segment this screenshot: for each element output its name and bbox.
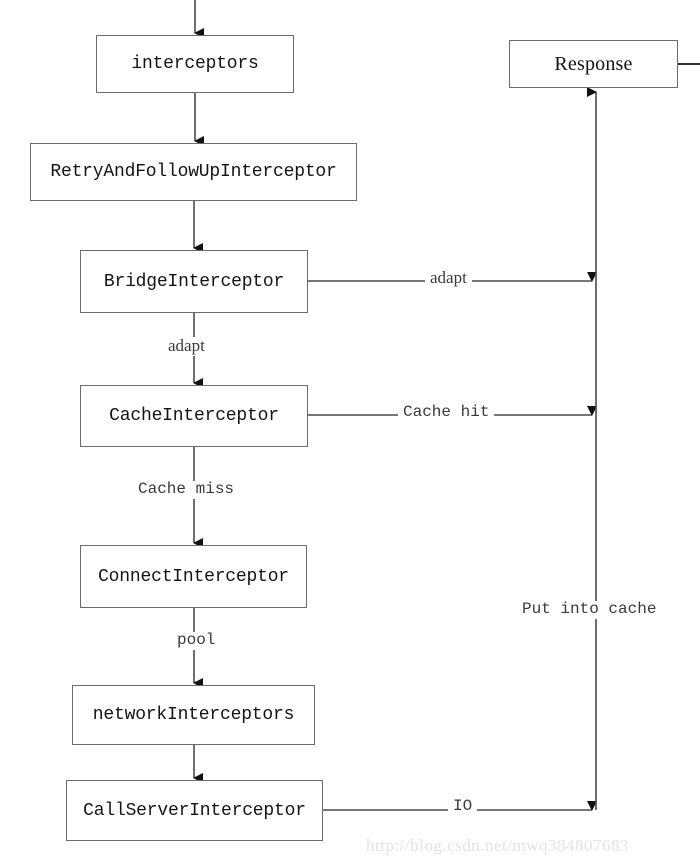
- node-bridge-interceptor-label: BridgeInterceptor: [103, 271, 285, 292]
- watermark-url: http://blog.csdn.net/mwq384807683: [366, 836, 629, 855]
- node-bridge-interceptor[interactable]: BridgeInterceptor: [80, 250, 308, 313]
- node-connect-interceptor[interactable]: ConnectInterceptor: [80, 545, 307, 608]
- edge-label-bridge-to-cache-adapt: adapt: [163, 336, 210, 356]
- node-cache-interceptor-label: CacheInterceptor: [109, 406, 279, 426]
- node-retry-and-follow-up-interceptor[interactable]: RetryAndFollowUpInterceptor: [30, 143, 357, 201]
- node-call-server-interceptor-label: CallServerInterceptor: [83, 800, 306, 821]
- edge-label-cache-hit: Cache hit: [398, 403, 495, 422]
- edge-label-pool: pool: [172, 631, 221, 650]
- node-network-interceptors[interactable]: networkInterceptors: [72, 685, 315, 745]
- edge-label-bridge-adapt: adapt: [425, 268, 472, 288]
- node-response[interactable]: Response: [509, 40, 678, 88]
- node-connect-interceptor-label: ConnectInterceptor: [98, 566, 289, 587]
- node-cache-interceptor[interactable]: CacheInterceptor: [80, 385, 308, 447]
- edge-label-cache-miss: Cache miss: [133, 480, 240, 499]
- edge-label-io: IO: [448, 797, 478, 816]
- node-interceptors-label: interceptors: [131, 54, 259, 74]
- node-interceptors[interactable]: interceptors: [96, 35, 294, 93]
- node-retry-and-follow-up-interceptor-label: RetryAndFollowUpInterceptor: [50, 162, 337, 182]
- node-network-interceptors-label: networkInterceptors: [92, 705, 295, 725]
- node-response-label: Response: [554, 53, 633, 75]
- node-call-server-interceptor[interactable]: CallServerInterceptor: [66, 780, 323, 841]
- edge-label-put-into-cache: Put into cache: [517, 600, 662, 619]
